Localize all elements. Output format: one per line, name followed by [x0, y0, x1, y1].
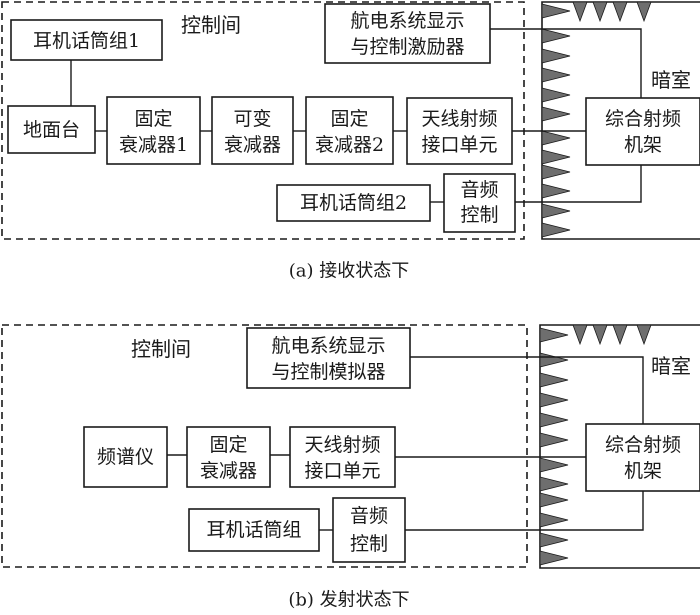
absorber-wedge — [592, 324, 608, 346]
absorber-wedge — [541, 3, 571, 19]
absorber-wedge — [541, 203, 571, 219]
svg-text:可变: 可变 — [233, 108, 271, 130]
block-headset2: 耳机话筒组2 — [276, 184, 431, 222]
svg-text:固定: 固定 — [134, 108, 172, 130]
svg-text:衰减器: 衰减器 — [224, 134, 281, 156]
block-audio-control-a: 音频 控制 — [443, 173, 516, 233]
svg-text:航电系统显示: 航电系统显示 — [350, 10, 464, 32]
svg-text:天线射频: 天线射频 — [421, 108, 497, 130]
block-spectrum-analyzer: 频谱仪 — [83, 426, 168, 488]
svg-text:接口单元: 接口单元 — [304, 460, 380, 482]
absorber-wedge — [541, 222, 571, 238]
absorber-wedge — [572, 1, 588, 23]
block-avionics-simulator: 航电系统显示 与控制模拟器 — [246, 327, 411, 389]
svg-text:固定: 固定 — [330, 108, 368, 130]
absorber-wedge — [612, 324, 628, 346]
block-ground-station: 地面台 — [7, 105, 96, 154]
svg-text:接口单元: 接口单元 — [421, 134, 497, 156]
svg-text:耳机话筒组: 耳机话筒组 — [206, 519, 301, 541]
caption-b: (b) 发射状态下 — [288, 590, 409, 611]
svg-text:耳机话筒组1: 耳机话筒组1 — [33, 30, 140, 52]
absorber-wedge — [541, 67, 571, 83]
control-room-a-label: 控制间 — [181, 13, 241, 37]
block-antenna-rf-interface-b: 天线射频 接口单元 — [289, 426, 396, 488]
svg-text:综合射频: 综合射频 — [605, 108, 681, 130]
svg-text:地面台: 地面台 — [23, 119, 80, 141]
darkroom-b-label: 暗室 — [651, 354, 691, 378]
absorber-wedge — [539, 492, 569, 508]
absorber-wedge — [539, 412, 569, 428]
absorber-wedge — [636, 324, 652, 346]
absorber-wedge — [612, 1, 628, 23]
absorber-wedge — [541, 87, 571, 103]
block-fixed-attenuator-2: 固定 衰减器2 — [305, 96, 394, 165]
svg-text:与控制激励器: 与控制激励器 — [350, 36, 464, 58]
absorber-wedge — [541, 48, 571, 64]
absorber-wedge — [539, 457, 569, 473]
svg-text:与控制模拟器: 与控制模拟器 — [271, 361, 385, 383]
absorber-wedge — [572, 324, 588, 346]
absorber-wedge — [539, 476, 569, 492]
absorber-wedge — [592, 1, 608, 23]
caption-a: (a) 接收状态下 — [289, 261, 410, 282]
svg-text:音频: 音频 — [350, 505, 388, 527]
svg-text:音频: 音频 — [460, 179, 498, 201]
absorbers-b — [539, 324, 652, 566]
absorber-wedge — [541, 106, 571, 122]
absorber-wedge — [539, 532, 569, 548]
link-avionics-rack — [490, 28, 642, 98]
absorber-wedge — [539, 392, 569, 408]
absorber-wedge — [541, 149, 571, 165]
svg-text:综合射频: 综合射频 — [605, 434, 681, 456]
svg-text:衰减器2: 衰减器2 — [315, 134, 384, 156]
svg-text:衰减器1: 衰减器1 — [119, 134, 188, 156]
block-headset-b: 耳机话筒组 — [188, 508, 320, 552]
panel-b: 控制间 暗室 航电系统显示 与控制模拟器 频谱仪 固定 衰减器 天线射频 接 — [1, 324, 700, 611]
svg-text:天线射频: 天线射频 — [304, 434, 380, 456]
absorber-wedge — [541, 28, 571, 44]
svg-text:机架: 机架 — [624, 460, 662, 482]
svg-text:机架: 机架 — [624, 134, 662, 156]
absorber-wedge — [539, 372, 569, 388]
block-headset1: 耳机话筒组1 — [10, 19, 163, 61]
block-fixed-attenuator-1: 固定 衰减器1 — [106, 96, 201, 165]
panel-a: 控制间 暗室 耳机话筒组1 地面台 固定 衰减器1 可变 — [1, 1, 700, 282]
absorber-wedge — [541, 130, 571, 146]
darkroom-a-label: 暗室 — [651, 68, 691, 92]
svg-text:衰减器: 衰减器 — [200, 460, 257, 482]
absorber-wedge — [541, 164, 571, 180]
absorber-wedge — [539, 550, 569, 566]
absorber-wedge — [636, 1, 652, 23]
block-audio-control-b: 音频 控制 — [332, 497, 406, 563]
block-antenna-rf-interface-a: 天线射频 接口单元 — [406, 97, 513, 165]
absorber-wedge — [539, 352, 569, 368]
svg-text:耳机话筒组2: 耳机话筒组2 — [300, 192, 407, 214]
block-avionics-exciter: 航电系统显示 与控制激励器 — [324, 3, 491, 64]
block-variable-attenuator: 可变 衰减器 — [211, 96, 294, 165]
svg-text:固定: 固定 — [209, 434, 247, 456]
svg-text:控制: 控制 — [350, 533, 388, 555]
svg-text:航电系统显示: 航电系统显示 — [271, 335, 385, 357]
block-rf-rack-a: 综合射频 机架 — [585, 97, 700, 166]
block-fixed-attenuator-b: 固定 衰减器 — [186, 426, 271, 488]
control-room-b-label: 控制间 — [131, 337, 191, 361]
absorber-wedge — [541, 183, 571, 199]
absorber-wedge — [539, 512, 569, 528]
absorber-wedge — [539, 327, 569, 343]
control-room-a-boundary — [1, 1, 525, 240]
block-rf-rack-b: 综合射频 机架 — [585, 423, 700, 492]
absorber-wedge — [539, 432, 569, 448]
link-simulator-rack — [410, 356, 644, 424]
link-audio-rack-b — [405, 491, 644, 531]
svg-text:控制: 控制 — [460, 204, 498, 226]
link-audio-rack — [515, 165, 642, 203]
svg-text:频谱仪: 频谱仪 — [97, 446, 154, 468]
absorbers-a — [541, 1, 652, 238]
